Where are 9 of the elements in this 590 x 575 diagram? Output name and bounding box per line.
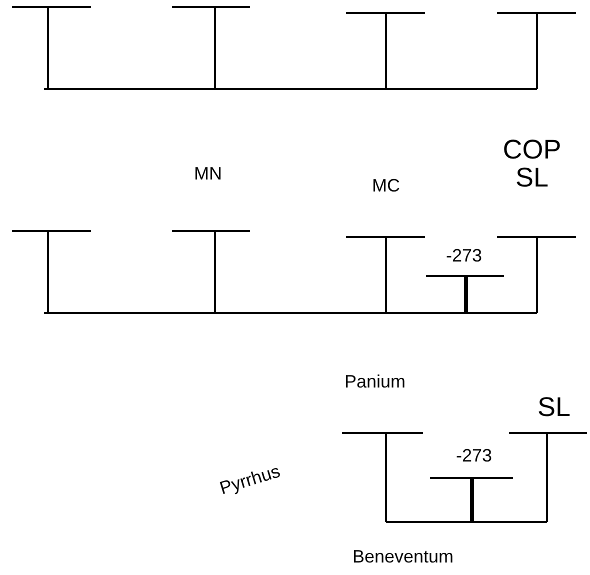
text-label: -273: [456, 446, 492, 466]
text-label: MN: [194, 164, 222, 184]
text-label: -273: [446, 246, 482, 266]
text-label: COP SL: [502, 136, 562, 192]
text-label: Panium: [344, 372, 406, 392]
text-label: Beneventum: [352, 548, 454, 566]
text-label: Pyrrhus: [218, 462, 282, 498]
text-label: MC: [372, 176, 400, 196]
text-label: SL: [537, 392, 571, 422]
